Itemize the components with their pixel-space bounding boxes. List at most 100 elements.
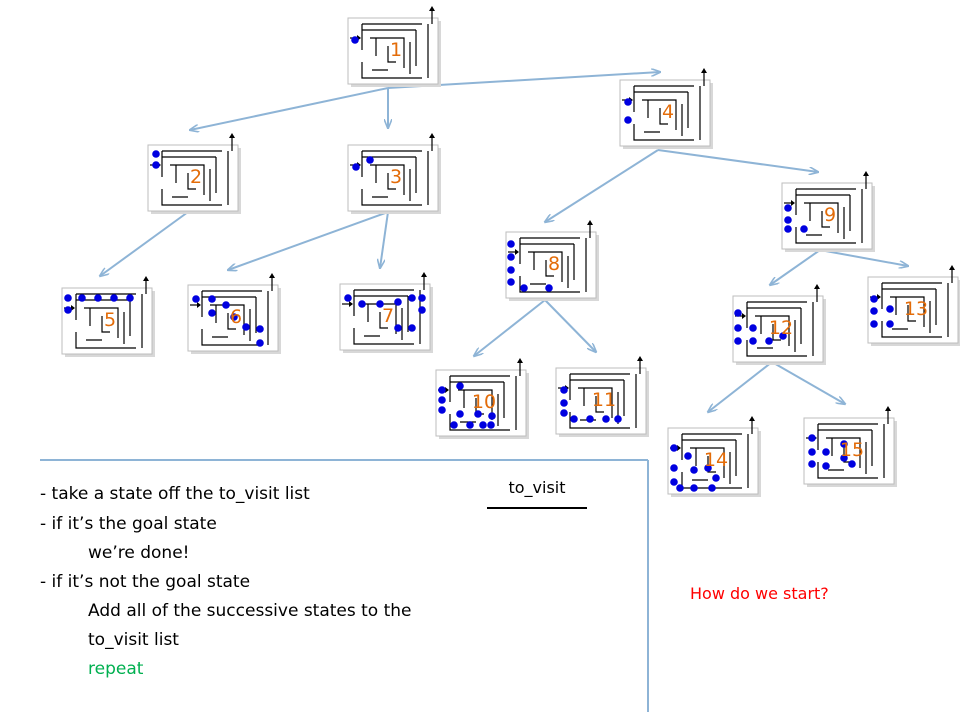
step-repeat: repeat bbox=[88, 659, 144, 679]
path-dot bbox=[749, 324, 757, 332]
path-dot bbox=[126, 294, 134, 302]
maze-walls bbox=[361, 23, 429, 79]
maze-state-9: 9 bbox=[781, 171, 875, 252]
path-dot bbox=[366, 156, 374, 164]
path-dot bbox=[560, 386, 568, 394]
path-dot bbox=[708, 484, 716, 492]
path-dot bbox=[408, 324, 416, 332]
node-label-3: 3 bbox=[390, 166, 402, 188]
node-label-6: 6 bbox=[230, 306, 242, 328]
exit-arrowhead-icon bbox=[429, 6, 435, 11]
node-label-1: 1 bbox=[390, 39, 402, 61]
maze-card bbox=[61, 287, 153, 355]
exit-arrowhead-icon bbox=[421, 272, 427, 277]
path-dot bbox=[822, 448, 830, 456]
path-dot bbox=[64, 294, 72, 302]
path-dot bbox=[376, 300, 384, 308]
path-dot bbox=[507, 240, 515, 248]
step-if-goal: - if it’s the goal state bbox=[40, 514, 217, 534]
path-dot bbox=[222, 301, 230, 309]
path-dot bbox=[394, 324, 402, 332]
edge-3-6 bbox=[228, 211, 389, 270]
maze-walls bbox=[881, 282, 949, 338]
path-dot bbox=[870, 295, 878, 303]
to-visit-underline bbox=[487, 507, 587, 509]
edge-8-10 bbox=[474, 299, 546, 356]
maze-walls bbox=[817, 423, 885, 479]
path-dot bbox=[456, 382, 464, 390]
path-dot bbox=[256, 339, 264, 347]
exit-arrowhead-icon bbox=[701, 68, 707, 73]
path-dot bbox=[870, 307, 878, 315]
path-dot bbox=[208, 309, 216, 317]
node-label-12: 12 bbox=[769, 317, 793, 339]
maze-state-10: 10 bbox=[435, 358, 529, 439]
path-dot bbox=[734, 324, 742, 332]
maze-state-2: 2 bbox=[147, 133, 241, 214]
path-dot bbox=[870, 320, 878, 328]
path-dot bbox=[479, 421, 487, 429]
path-dot bbox=[624, 98, 632, 106]
node-label-5: 5 bbox=[104, 309, 116, 331]
path-dot bbox=[670, 464, 678, 472]
node-label-4: 4 bbox=[662, 101, 674, 123]
to-visit-label: to_visit bbox=[508, 478, 566, 497]
path-dot bbox=[840, 454, 848, 462]
exit-arrowhead-icon bbox=[863, 171, 869, 176]
path-dot bbox=[438, 386, 446, 394]
path-dot bbox=[734, 309, 742, 317]
maze-state-15: 15 bbox=[803, 406, 897, 487]
path-dot bbox=[358, 300, 366, 308]
maze-card bbox=[781, 182, 873, 250]
path-dot bbox=[192, 295, 200, 303]
path-dot bbox=[840, 440, 848, 448]
exit-arrowhead-icon bbox=[229, 133, 235, 138]
path-dot bbox=[822, 462, 830, 470]
path-dot bbox=[614, 415, 622, 423]
path-dot bbox=[487, 421, 495, 429]
maze-walls bbox=[795, 188, 863, 244]
path-dot bbox=[886, 305, 894, 313]
path-dot bbox=[749, 337, 757, 345]
node-label-2: 2 bbox=[190, 166, 202, 188]
node-label-15: 15 bbox=[840, 439, 864, 461]
path-dot bbox=[474, 410, 482, 418]
path-dot bbox=[78, 294, 86, 302]
step-add-successors: Add all of the successive states to the bbox=[88, 601, 412, 621]
path-dot bbox=[800, 225, 808, 233]
exit-arrowhead-icon bbox=[269, 273, 275, 278]
path-dot bbox=[784, 225, 792, 233]
exit-arrowhead-icon bbox=[749, 416, 755, 421]
maze-card bbox=[732, 295, 824, 363]
maze-walls bbox=[746, 301, 814, 357]
maze-state-8: 8 bbox=[505, 220, 599, 301]
path-dot bbox=[886, 320, 894, 328]
node-label-9: 9 bbox=[824, 204, 836, 226]
path-dot bbox=[352, 163, 360, 171]
maze-card bbox=[619, 79, 711, 147]
path-dot bbox=[560, 409, 568, 417]
path-dot bbox=[450, 421, 458, 429]
maze-walls bbox=[75, 293, 143, 349]
step-done: we’re done! bbox=[88, 543, 190, 563]
path-dot bbox=[808, 434, 816, 442]
maze-card bbox=[347, 144, 439, 212]
exit-arrowhead-icon bbox=[517, 358, 523, 363]
path-dot bbox=[602, 415, 610, 423]
path-dot bbox=[242, 323, 250, 331]
exit-arrowhead-icon bbox=[949, 265, 955, 270]
maze-walls bbox=[361, 150, 429, 206]
path-dot bbox=[670, 478, 678, 486]
step-add-successors-cont: to_visit list bbox=[88, 630, 179, 650]
maze-card bbox=[555, 367, 647, 435]
path-dot bbox=[438, 406, 446, 414]
edge-2-5 bbox=[100, 211, 189, 276]
path-dot bbox=[64, 306, 72, 314]
path-dot bbox=[438, 396, 446, 404]
path-dot bbox=[344, 294, 352, 302]
step-take-state: - take a state off the to_visit list bbox=[40, 484, 310, 504]
path-dot bbox=[676, 484, 684, 492]
path-dot bbox=[507, 253, 515, 261]
path-dot bbox=[520, 284, 528, 292]
